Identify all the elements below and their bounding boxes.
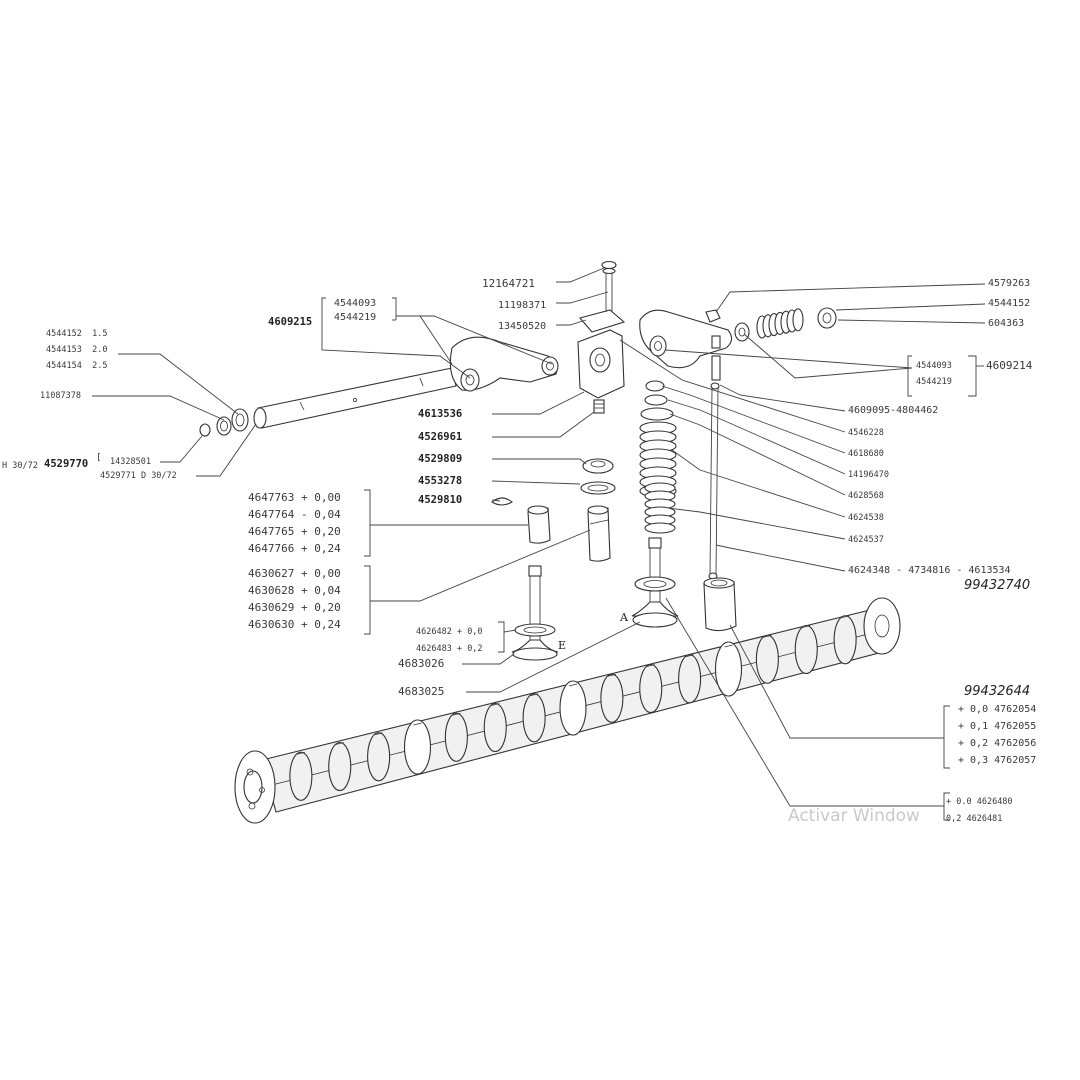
label-letter-e: E [558,639,567,652]
valve-guide-a [527,505,551,544]
cam-lobe [289,751,313,801]
label-right-top-1: 4579263 [988,278,1031,289]
label-r-4546228: 4546228 [848,428,884,438]
tappet [703,577,737,632]
label-guide-b-2: 4630628 + 0,04 [248,584,341,597]
os-activation-watermark: Activar Window [788,806,920,826]
label-rocker-left-b: 4544219 [334,312,377,323]
label-shim-2-0: 4544153 2.0 [46,345,108,355]
label-shaft-code: 4529770 [44,458,89,470]
label-screw-b: 4526961 [418,431,463,443]
label-guide-a-3: 4647765 + 0,20 [248,525,341,538]
label-guide-a-1: 4647763 + 0,00 [248,491,341,504]
label-letter-a: A [620,611,628,624]
label-retainer: 4529809 [418,453,463,465]
valve-retainer-parts [491,458,616,506]
rocker-arm-left [449,336,559,392]
label-cam-1: + 0,0 4762054 [958,704,1037,715]
label-screw-a: 4613536 [418,408,463,420]
label-cam-code: 99432644 [964,684,1031,699]
label-r-4609095: 4609095-4804462 [848,405,939,416]
label-guide-b-1: 4630627 + 0,00 [248,567,341,580]
cam-lobe [755,634,779,684]
label-guide-a-4: 4647766 + 0,24 [248,542,341,555]
rocker-support [577,260,626,414]
label-r-4624538: 4624538 [848,513,884,523]
label-right-top-2: 4544152 [988,298,1031,309]
rocker-shaft [199,367,457,437]
cam-lobe [833,615,857,665]
label-rocker-left-group: 4609215 [268,316,313,328]
label-seat-washer: 4553278 [418,475,463,487]
cam-lobe [714,641,743,697]
label-guide-a-2: 4647764 - 0,04 [248,508,341,521]
label-tappet-1: + 0.0 4626480 [946,797,1013,807]
label-shaft-sub-1: 14328501 [110,457,151,467]
leader-lines [92,267,986,821]
label-shaft-h: H 30/72 [2,461,38,471]
valve-intake [631,537,679,628]
label-valve-a: 4683025 [398,685,445,698]
cam-lobe [600,673,624,723]
label-rocker-right-a: 4544093 [916,361,952,371]
label-pin-top: 11198371 [498,300,547,311]
spring-coil [644,522,676,534]
label-guide-b-3: 4630629 + 0,20 [248,601,341,614]
label-cam-kit-code: 99432740 [964,578,1031,593]
label-guide-b-4: 4630630 + 0,24 [248,618,341,631]
cam-lobe [678,654,702,704]
label-bolt-top: 12164721 [482,277,535,290]
valve-exhaust [511,565,559,661]
cam-lobe [444,712,468,762]
label-cam-4: + 0,3 4762057 [958,755,1037,766]
label-washer-left: 11087378 [40,391,81,401]
camshaft [234,597,901,824]
label-pushrod: 4624348 - 4734816 - 4613534 [848,565,1011,576]
label-tappet-2: 0,2 4626481 [946,814,1003,824]
label-shaft-bracket: [ [96,453,102,463]
cam-lobe [367,732,391,782]
cam-lobe [559,680,587,736]
valve-guide-b [587,505,611,562]
label-rocker-right-b: 4544219 [916,377,952,387]
label-cam-3: + 0,2 4762056 [958,738,1037,749]
label-valve-e: 4683026 [398,657,445,670]
valve-spring-stack [639,380,677,534]
label-right-top-3: 604363 [988,318,1025,329]
rocker-arm-right [639,307,837,369]
label-rocker-right-group: 4609214 [986,359,1033,372]
spring-coil [792,308,804,332]
cam-lobe [403,719,432,775]
label-r-4624537: 4624537 [848,535,884,545]
pushrod [708,355,721,580]
cam-lobe [639,663,663,714]
cam-lobe [328,741,352,792]
cam-lobe [483,702,507,753]
label-r-14196470: 14196470 [848,470,889,480]
label-r-4618680: 4618680 [848,449,884,459]
label-clip-top: 13450520 [498,321,547,332]
cam-lobe [522,693,546,743]
label-keeper: 4529810 [418,494,463,506]
label-shim-1-5: 4544152 1.5 [46,329,108,339]
label-shim-2-5: 4544154 2.5 [46,361,108,371]
label-seat-1: 4626482 + 0,0 [416,627,483,637]
label-seat-2: 4626483 + 0,2 [416,644,483,654]
label-rocker-left-a: 4544093 [334,298,377,309]
label-cam-2: + 0,1 4762055 [958,721,1037,732]
label-r-4628568: 4628568 [848,491,884,501]
label-shaft-sub-2: 4529771 D 30/72 [100,471,177,481]
cam-lobe [794,624,818,675]
